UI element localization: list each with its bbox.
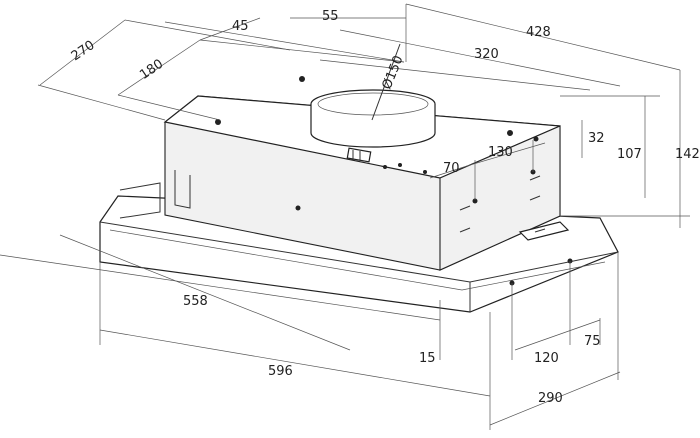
dim-270: 270 <box>69 38 98 64</box>
dimension-lines <box>0 3 690 430</box>
dim-558: 558 <box>183 294 208 309</box>
dim-15: 15 <box>419 351 436 366</box>
switch-block <box>346 147 372 163</box>
dim-290: 290 <box>538 391 563 406</box>
dim-45: 45 <box>232 19 249 34</box>
dim-diameter-150: Ø150 <box>380 54 407 92</box>
dim-107: 107 <box>617 147 642 162</box>
control-bracket <box>518 221 570 241</box>
dim-142: 142 <box>675 147 700 162</box>
dim-32: 32 <box>588 131 605 146</box>
dim-596: 596 <box>268 364 293 379</box>
dim-75: 75 <box>584 334 601 349</box>
dim-70: 70 <box>443 161 460 176</box>
dim-130: 130 <box>488 145 513 160</box>
dim-320: 320 <box>474 47 499 62</box>
dim-120: 120 <box>534 351 559 366</box>
dim-55: 55 <box>322 9 339 24</box>
dim-428: 428 <box>526 25 551 40</box>
